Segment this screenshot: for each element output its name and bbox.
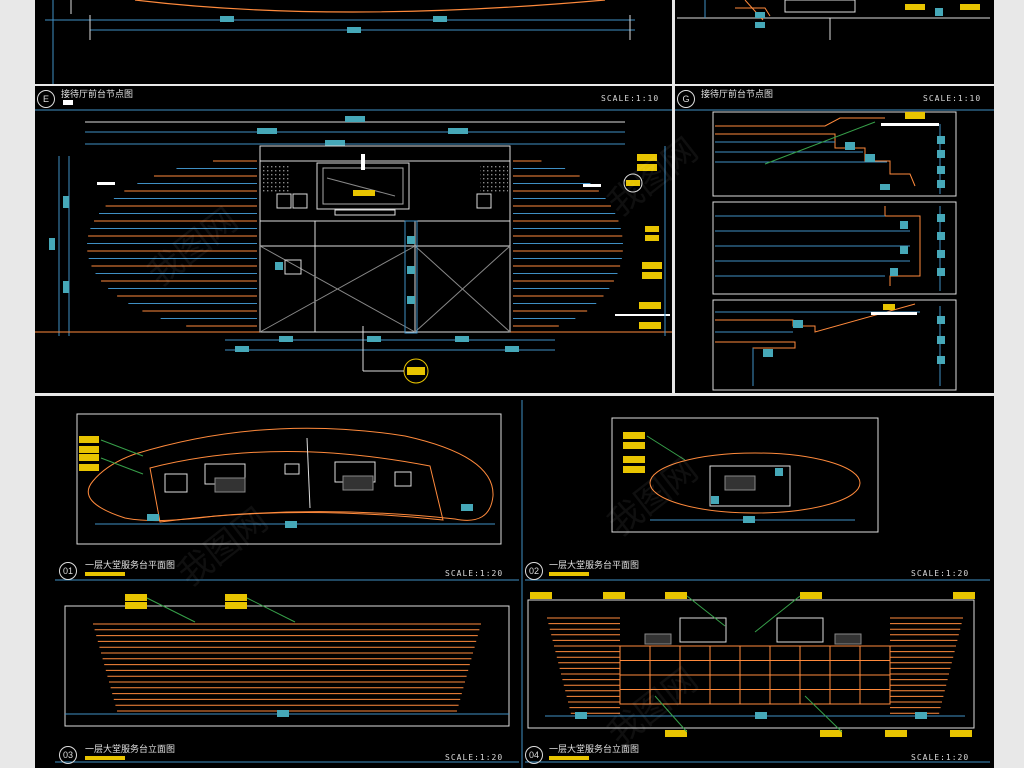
top-left-strip-drawing — [45, 0, 635, 84]
panel-01-title: 一层大堂服务台平面图 — [85, 560, 176, 570]
top-left-strip-panel — [35, 0, 672, 84]
panel-g-scale: SCALE:1:10 — [923, 94, 982, 103]
panel-g-drawing — [675, 109, 994, 391]
panel-02-scale: SCALE:1:20 — [911, 569, 970, 578]
panel-01-label-circle: 01 — [59, 562, 77, 580]
panel-g-label-circle: G — [677, 90, 695, 108]
top-right-strip-panel — [675, 0, 994, 84]
panel-03-label-circle: 03 — [59, 746, 77, 764]
panel-02-label-circle: 02 — [525, 562, 543, 580]
bottom-sheet: 01 一层大堂服务台平面图 SCALE:1:20 02 一层大堂服务台平面图 S… — [35, 396, 994, 768]
bottom-sheet-drawing — [55, 400, 990, 768]
panel-e-scale: SCALE:1:10 — [601, 94, 660, 103]
panel-e-title: 接待厅前台节点图 — [61, 89, 134, 99]
panel-03-scale: SCALE:1:20 — [445, 753, 504, 762]
panel-e-drawing — [35, 100, 672, 384]
panel-01-scale: SCALE:1:20 — [445, 569, 504, 578]
panel-04-label-circle: 04 — [525, 746, 543, 764]
top-right-strip-drawing — [677, 0, 990, 40]
panel-e: E 接待厅前台节点图 SCALE:1:10 — [35, 86, 672, 393]
panel-03-title: 一层大堂服务台立面图 — [85, 744, 176, 754]
panel-g: G 接待厅前台节点图 SCALE:1:10 — [675, 86, 994, 393]
panel-e-label-circle: E — [37, 90, 55, 108]
panel-02-title: 一层大堂服务台平面图 — [549, 560, 640, 570]
panel-04-title: 一层大堂服务台立面图 — [549, 744, 640, 754]
panel-g-title: 接待厅前台节点图 — [701, 89, 774, 99]
panel-04-scale: SCALE:1:20 — [911, 753, 970, 762]
